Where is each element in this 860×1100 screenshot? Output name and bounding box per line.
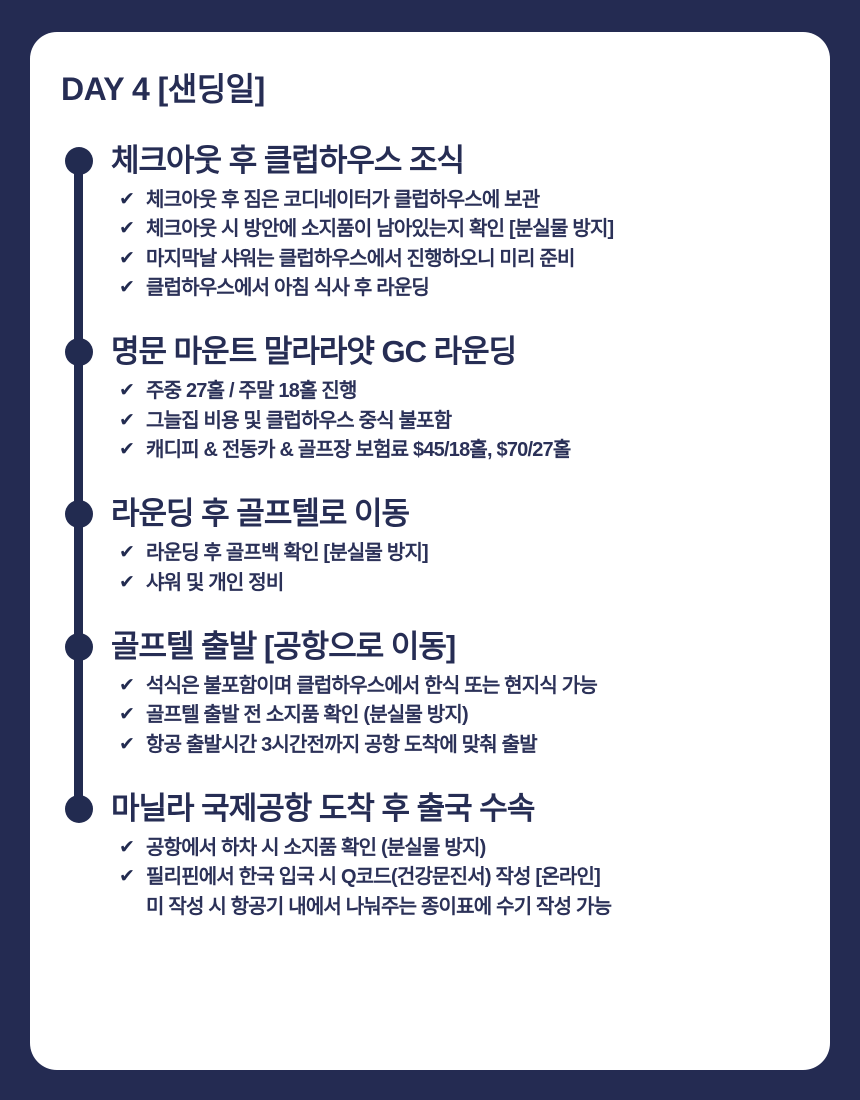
section-heading: 골프텔 출발 [공항으로 이동]: [111, 628, 456, 664]
check-icon: ✔: [119, 674, 135, 696]
section-heading: 명문 마운트 말라라얏 GC 라운딩: [111, 334, 517, 370]
bullet-item: ✔ 골프텔 출발 전 소지품 확인 (분실물 방지): [111, 701, 811, 730]
bullet-text: 캐디피 & 전동카 & 골프장 보험료 $45/18홀, $70/27홀: [146, 438, 571, 461]
bullet-text: 체크아웃 후 짐은 코디네이터가 클럽하우스에 보관: [146, 188, 540, 211]
bullet-item: ✔ 공항에서 하차 시 소지품 확인 (분실물 방지): [111, 834, 811, 863]
timeline-rail: [74, 160, 83, 809]
section-heading: 체크아웃 후 클럽하우스 조식: [111, 143, 465, 178]
itinerary-card: DAY 4 [샌딩일] 체크아웃 후 클럽하우스 조식 ✔ 체크아웃 후 짐은 코디…: [30, 32, 830, 1070]
bullet-text: 그늘집 비용 및 클럽하우스 중식 불포함: [146, 409, 452, 432]
timeline-dot: [64, 146, 93, 175]
bullet-text: 체크아웃 시 방안에 소지품이 남아있는지 확인 [분실물 방지]: [146, 218, 614, 241]
bullet-list: ✔ 석식은 불포함이며 클럽하우스에서 한식 또는 현지식 가능 ✔ 골프텔 출발 전…: [111, 672, 811, 760]
bullet-list: ✔ 공항에서 하차 시 소지품 확인 (분실물 방지) ✔ 필리핀에서 한국 입국 시…: [111, 834, 811, 922]
timeline-section: 체크아웃 후 클럽하우스 조식 ✔ 체크아웃 후 짐은 코디네이터가 클럽하우스에 …: [111, 142, 811, 303]
bullet-item: ✔ 마지막날 샤워는 클럽하우스에서 진행하오니 미리 준비: [111, 245, 811, 274]
check-icon: ✔: [119, 836, 135, 858]
section-list: 체크아웃 후 클럽하우스 조식 ✔ 체크아웃 후 짐은 코디네이터가 클럽하우스에 …: [111, 142, 811, 922]
bullet-subline: 미 작성 시 항공기 내에서 나눠주는 종이표에 수기 작성 가능: [146, 895, 612, 918]
bullet-item: ✔ 항공 출발시간 3시간전까지 공항 도착에 맞춰 출발: [111, 731, 811, 760]
bullet-item: ✔ 체크아웃 시 방안에 소지품이 남아있는지 확인 [분실물 방지]: [111, 215, 811, 244]
bullet-item: ✔ 클럽하우스에서 아침 식사 후 라운딩: [111, 274, 811, 303]
bullet-item: ✔ 필리핀에서 한국 입국 시 Q코드(건강문진서) 작성 [온라인] 미 작성 시…: [111, 863, 811, 922]
timeline-section: 마닐라 국제공항 도착 후 출국 수속 ✔ 공항에서 하차 시 소지품 확인 (분실…: [111, 790, 811, 922]
check-icon: ✔: [119, 188, 135, 210]
bullet-item: ✔ 캐디피 & 전동카 & 골프장 보험료 $45/18홀, $70/27홀: [111, 436, 811, 465]
bullet-text: 골프텔 출발 전 소지품 확인 (분실물 방지): [146, 704, 469, 727]
page-title: DAY 4 [샌딩일]: [61, 71, 265, 107]
bullet-list: ✔ 라운딩 후 골프백 확인 [분실물 방지] ✔ 샤워 및 개인 정비: [111, 539, 811, 598]
bullet-text: 마지막날 샤워는 클럽하우스에서 진행하오니 미리 준비: [146, 247, 575, 270]
bullet-text: 석식은 불포함이며 클럽하우스에서 한식 또는 현지식 가능: [146, 674, 598, 697]
check-icon: ✔: [119, 733, 135, 755]
bullet-item: ✔ 그늘집 비용 및 클럽하우스 중식 불포함: [111, 407, 811, 436]
timeline-dot: [64, 338, 93, 367]
bullet-text: 공항에서 하차 시 소지품 확인 (분실물 방지): [146, 836, 486, 859]
bullet-text: 필리핀에서 한국 입국 시 Q코드(건강문진서) 작성 [온라인]: [146, 866, 601, 889]
bullet-item: ✔ 라운딩 후 골프백 확인 [분실물 방지]: [111, 539, 811, 568]
bullet-text: 라운딩 후 골프백 확인 [분실물 방지]: [146, 542, 429, 565]
section-heading: 라운딩 후 골프텔로 이동: [111, 496, 410, 532]
timeline-dot: [64, 500, 93, 529]
check-icon: ✔: [119, 542, 135, 564]
check-icon: ✔: [119, 571, 135, 593]
bullet-item: ✔ 체크아웃 후 짐은 코디네이터가 클럽하우스에 보관: [111, 186, 811, 215]
timeline-dot: [64, 632, 93, 661]
timeline-section: 명문 마운트 말라라얏 GC 라운딩 ✔ 주중 27홀 / 주말 18홀 진행 ✔ 그늘…: [111, 333, 811, 465]
timeline-section: 골프텔 출발 [공항으로 이동] ✔ 석식은 불포함이며 클럽하우스에서 한식 또는…: [111, 628, 811, 760]
section-heading: 마닐라 국제공항 도착 후 출국 수속: [111, 790, 535, 826]
check-icon: ✔: [119, 380, 135, 402]
timeline-section: 라운딩 후 골프텔로 이동 ✔ 라운딩 후 골프백 확인 [분실물 방지] ✔ 샤워 및…: [111, 495, 811, 598]
bullet-text: 클럽하우스에서 아침 식사 후 라운딩: [146, 276, 430, 299]
check-icon: ✔: [119, 704, 135, 726]
bullet-item: ✔ 샤워 및 개인 정비: [111, 569, 811, 598]
bullet-text: 주중 27홀 / 주말 18홀 진행: [146, 380, 357, 403]
check-icon: ✔: [119, 438, 135, 460]
check-icon: ✔: [119, 866, 135, 888]
bullet-list: ✔ 체크아웃 후 짐은 코디네이터가 클럽하우스에 보관 ✔ 체크아웃 시 방안에 소…: [111, 186, 811, 304]
bullet-list: ✔ 주중 27홀 / 주말 18홀 진행 ✔ 그늘집 비용 및 클럽하우스 중식 불포…: [111, 377, 811, 465]
bullet-text: 샤워 및 개인 정비: [146, 571, 284, 594]
check-icon: ✔: [119, 409, 135, 431]
check-icon: ✔: [119, 247, 135, 269]
bullet-text: 항공 출발시간 3시간전까지 공항 도착에 맞춰 출발: [146, 733, 538, 756]
timeline-dot: [64, 794, 93, 823]
check-icon: ✔: [119, 276, 135, 298]
bullet-item: ✔ 주중 27홀 / 주말 18홀 진행: [111, 377, 811, 406]
check-icon: ✔: [119, 218, 135, 240]
bullet-item: ✔ 석식은 불포함이며 클럽하우스에서 한식 또는 현지식 가능: [111, 672, 811, 701]
